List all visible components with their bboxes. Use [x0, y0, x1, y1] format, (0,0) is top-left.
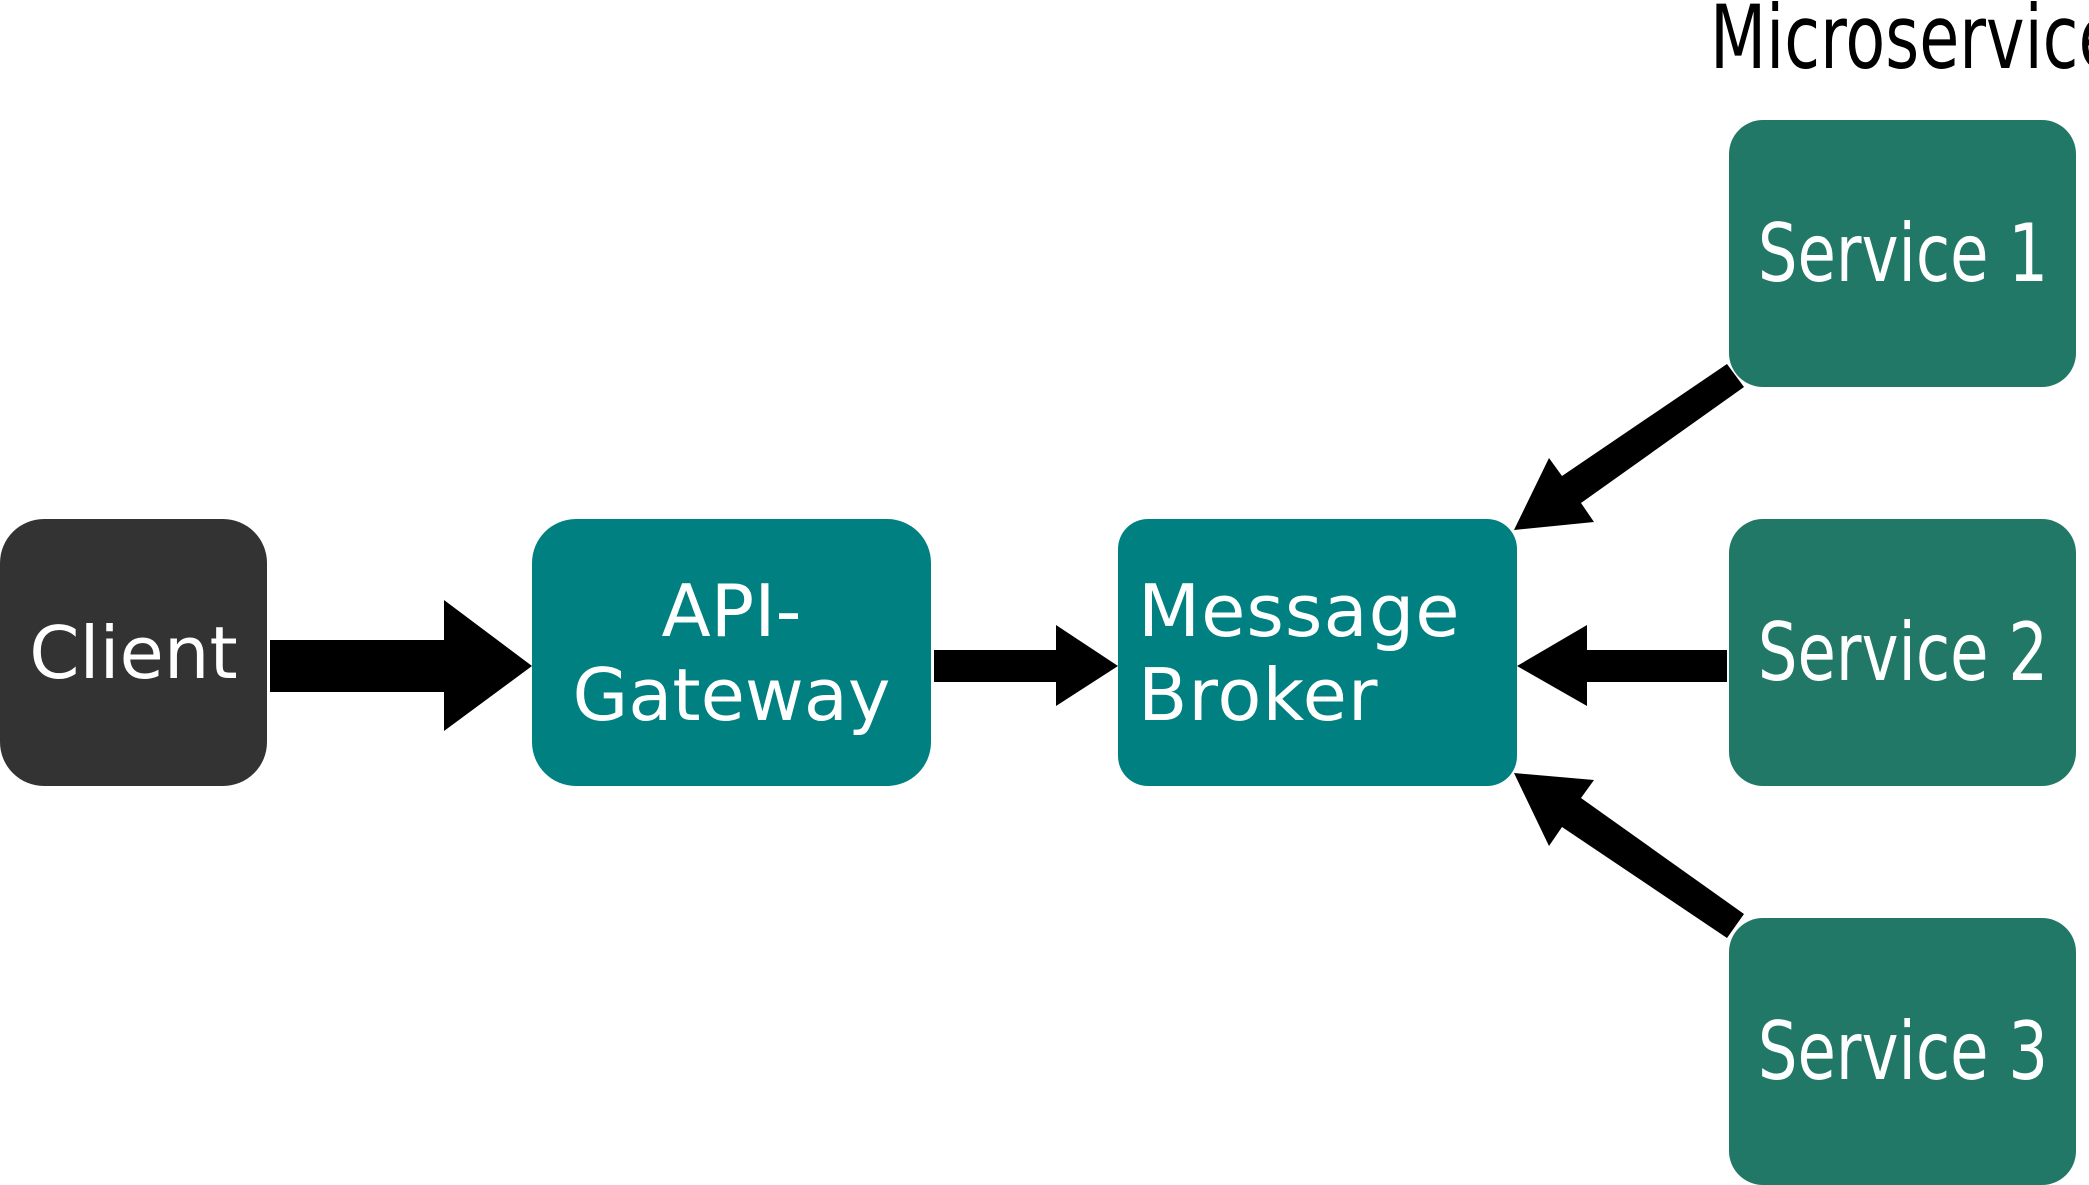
message-broker-label: Message Broker: [1138, 568, 1461, 737]
service-1-node[interactable]: Service 1: [1729, 120, 2076, 387]
service-1-label: Service 1: [1757, 207, 2048, 300]
arrow-service1-to-broker: [1514, 364, 1744, 530]
message-broker-node[interactable]: Message Broker: [1118, 519, 1517, 786]
api-gateway-label: API- Gateway: [572, 568, 891, 737]
client-node[interactable]: Client: [0, 519, 267, 786]
arrow-gateway-to-broker: [934, 625, 1118, 706]
client-label: Client: [29, 610, 238, 695]
arrow-service3-to-broker: [1514, 773, 1744, 938]
service-2-label: Service 2: [1757, 606, 2048, 699]
service-3-label: Service 3: [1757, 1005, 2048, 1098]
service-2-node[interactable]: Service 2: [1729, 519, 2076, 786]
arrow-client-to-gateway: [270, 600, 532, 731]
service-3-node[interactable]: Service 3: [1729, 918, 2076, 1185]
arrow-service2-to-broker: [1517, 625, 1727, 706]
diagram-title: Microservices: [1710, 0, 2089, 89]
api-gateway-node[interactable]: API- Gateway: [532, 519, 931, 786]
